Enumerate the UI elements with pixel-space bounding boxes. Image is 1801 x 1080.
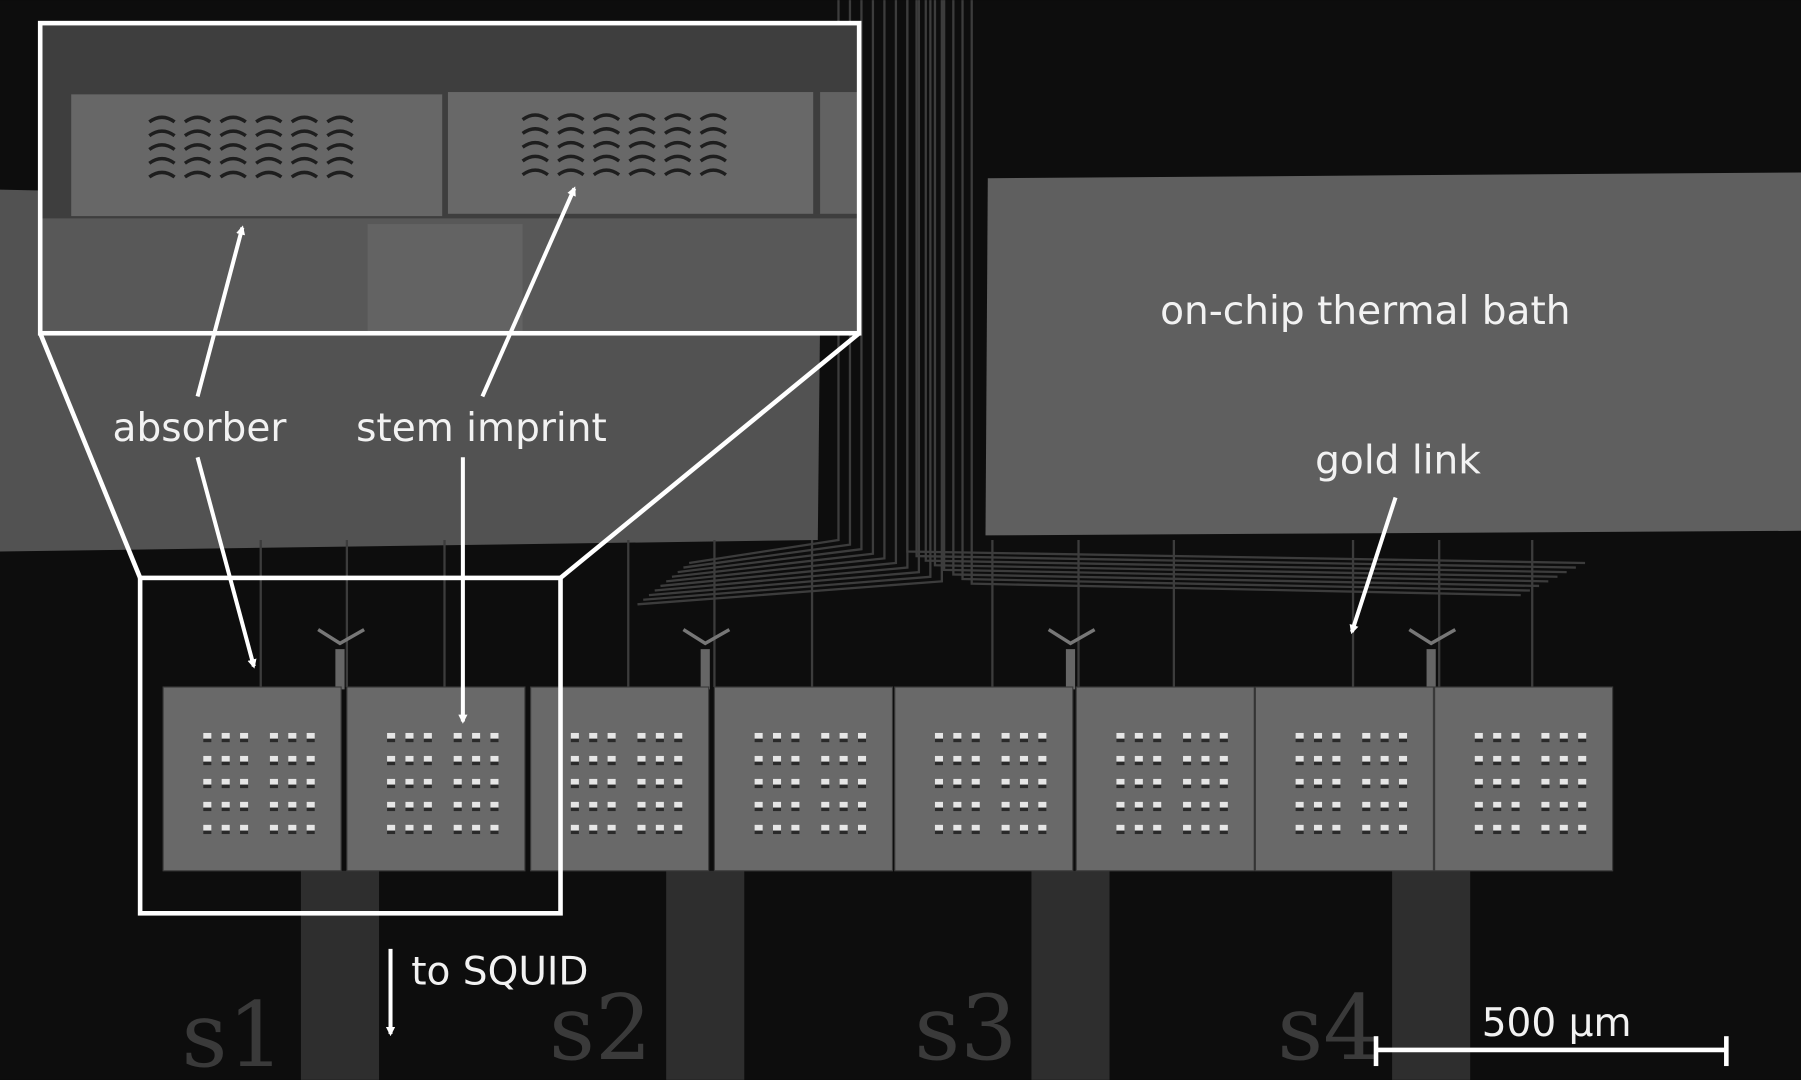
scale-bar-label: 500 µm: [1482, 1001, 1632, 1046]
absorber-pad: [713, 686, 894, 872]
gold-link-label: gold link: [1315, 438, 1481, 483]
sensor-label-s1: s1: [181, 984, 284, 1080]
stem-imprint-arrow-inset: [480, 186, 577, 398]
stem: [666, 870, 745, 1080]
absorber-label: absorber: [113, 406, 288, 451]
inset-zoom: [37, 20, 862, 336]
absorber-pad: [346, 686, 526, 872]
absorber-pad: [1075, 686, 1255, 872]
sensor-label-s2: s2: [549, 977, 652, 1080]
absorber-pad: [162, 686, 342, 872]
absorber-arrow-inset: [195, 225, 246, 397]
zoom-indicator: [38, 331, 861, 916]
thermal-bath: [985, 172, 1801, 536]
absorber-pad: [530, 686, 710, 872]
gold-link-arrow: [1349, 496, 1398, 635]
absorber-pad: [894, 686, 1074, 872]
stems: [300, 628, 1471, 1080]
absorber-arrow: [195, 456, 257, 669]
absorber-pads: [162, 686, 1614, 872]
sensor-label-s3: s3: [914, 977, 1017, 1080]
stem: [1392, 870, 1471, 1080]
thermal-bath-label: on-chip thermal bath: [1160, 289, 1570, 334]
wiring: [259, 0, 1586, 688]
to-squid-label: to SQUID: [411, 950, 588, 995]
stem: [1031, 870, 1110, 1080]
scale-bar: [1373, 1036, 1729, 1067]
sensor-label-s4: s4: [1277, 977, 1380, 1080]
stem: [300, 870, 380, 1080]
absorber-pad: [1434, 686, 1614, 872]
absorber-pad: [1254, 686, 1435, 872]
stem-imprint-label: stem imprint: [356, 406, 607, 451]
